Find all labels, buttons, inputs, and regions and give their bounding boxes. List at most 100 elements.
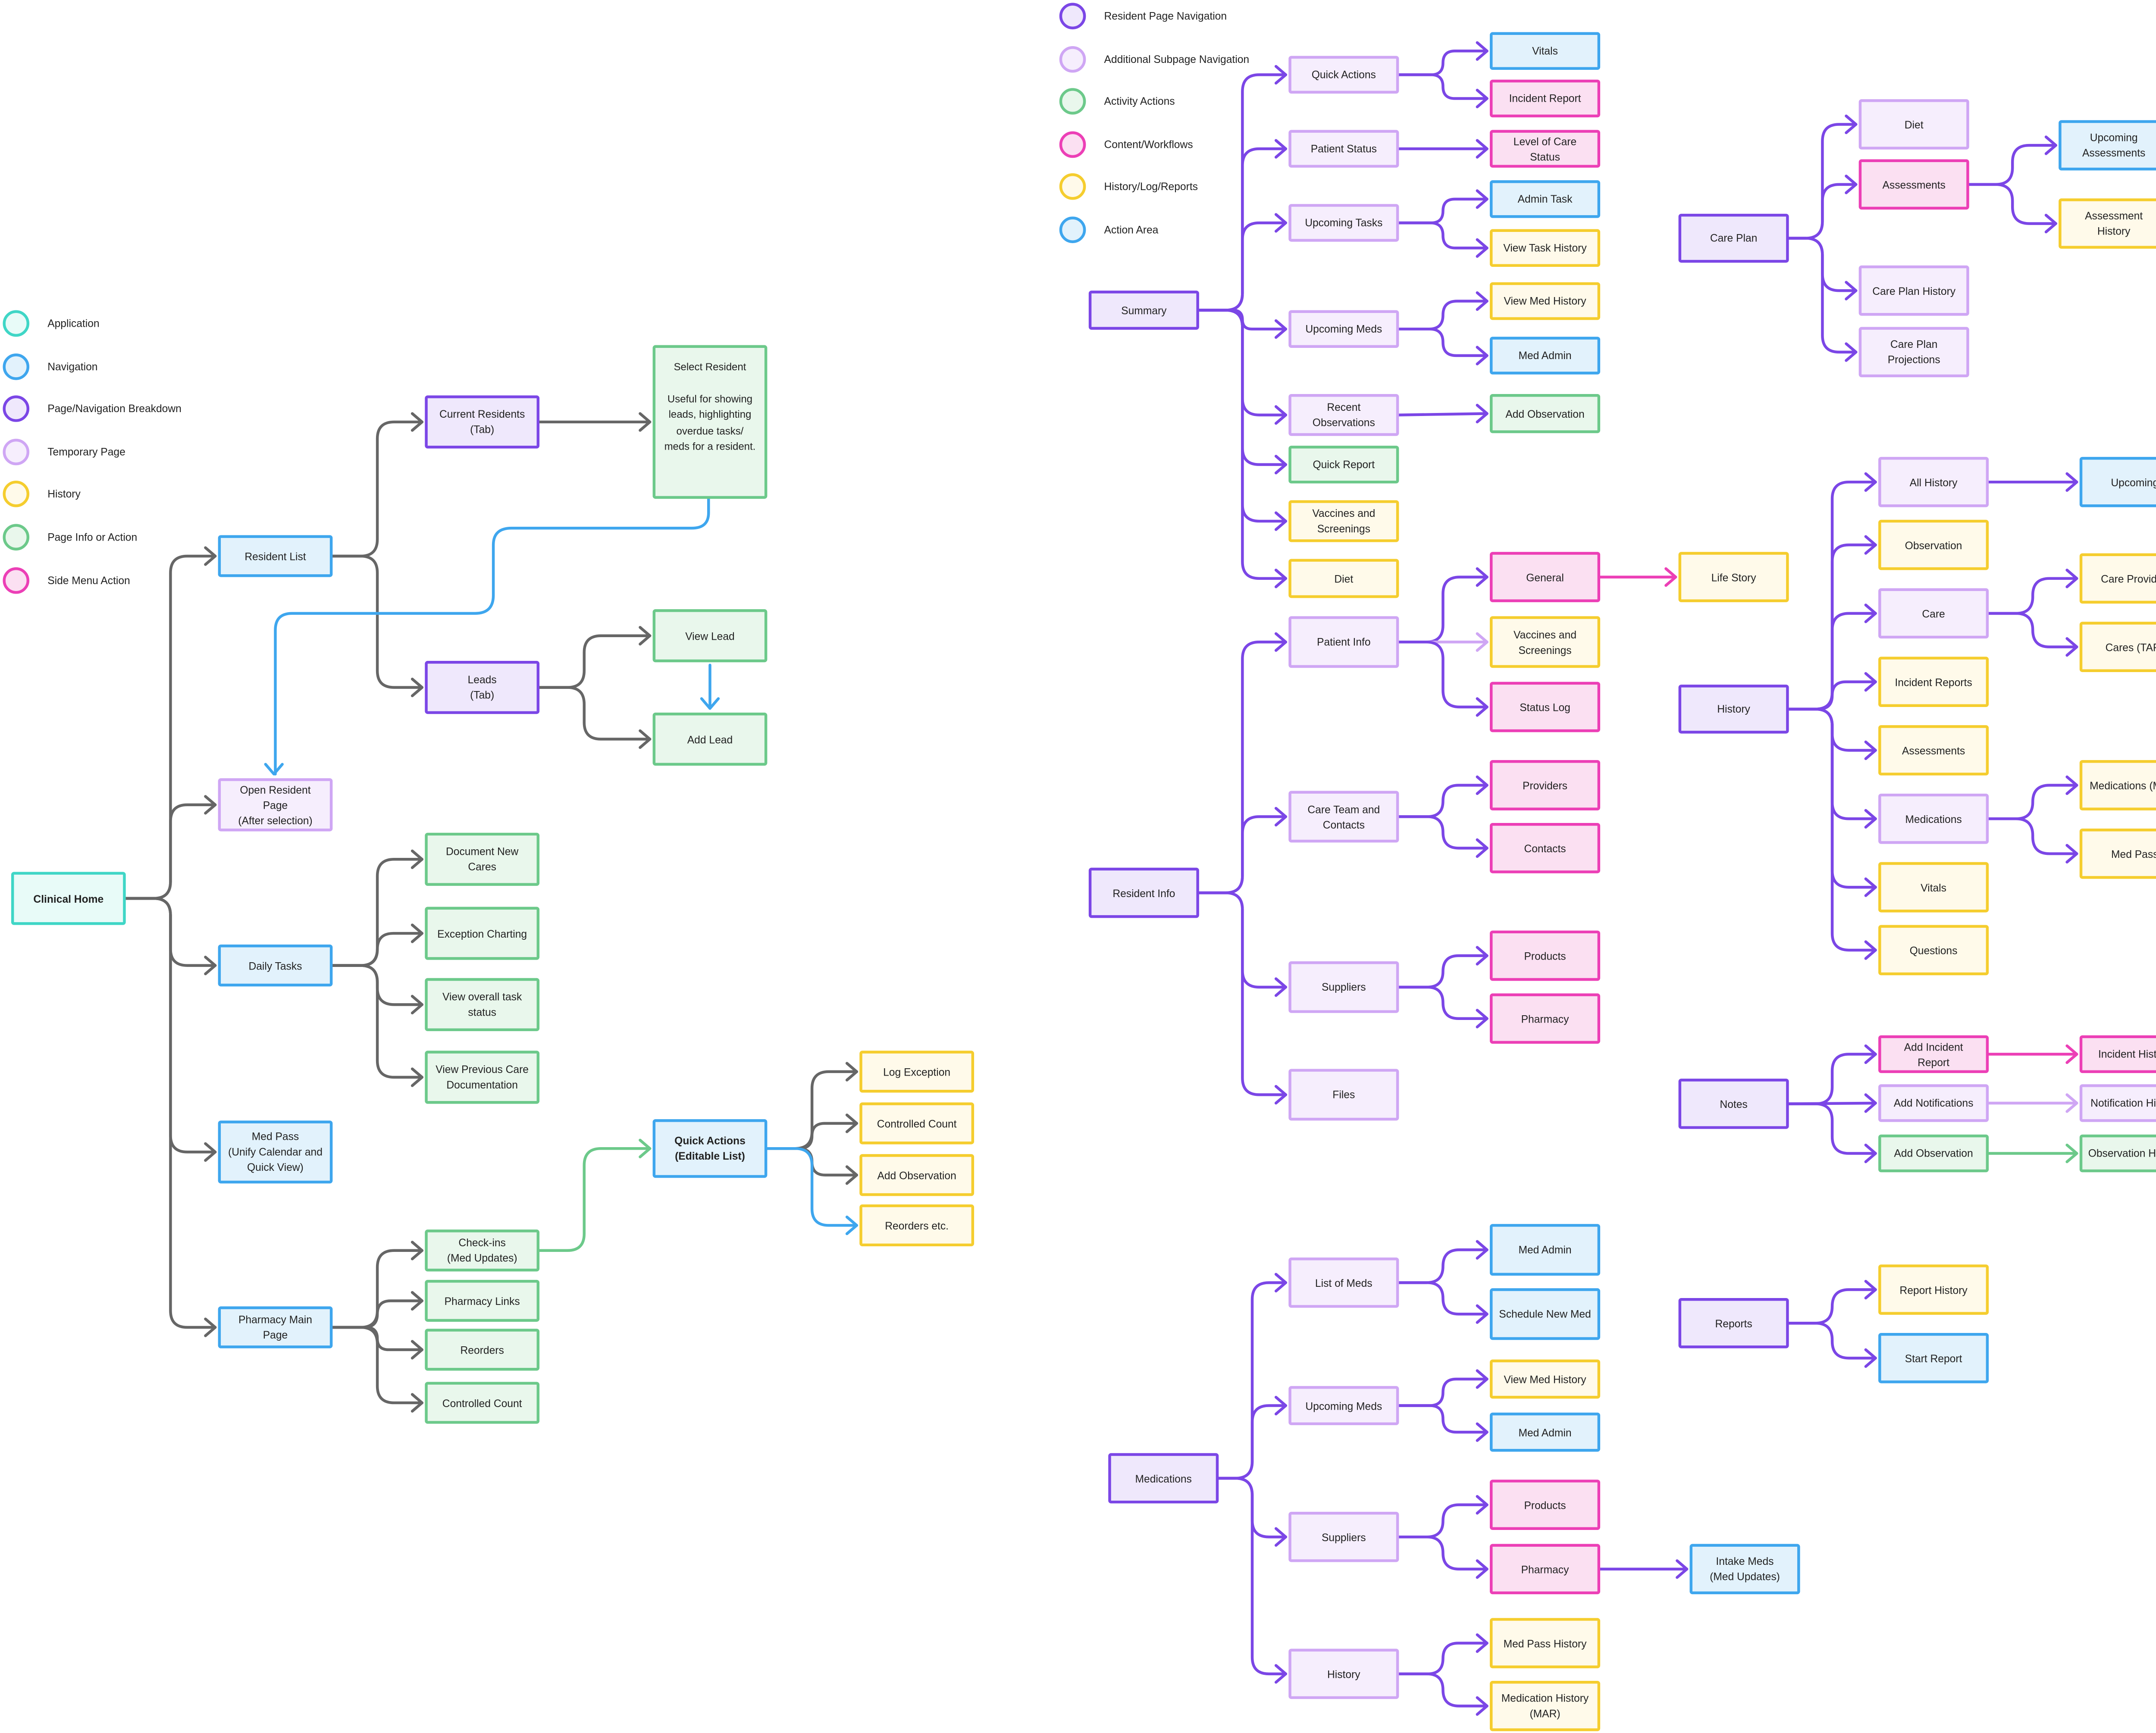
node-level-of-care-status[interactable]: Level of Care Status bbox=[1490, 130, 1601, 168]
node-view-task-history[interactable]: View Task History bbox=[1490, 229, 1601, 267]
node-start-report[interactable]: Start Report bbox=[1878, 1333, 1989, 1383]
node-daily-tasks[interactable]: Daily Tasks bbox=[218, 944, 333, 987]
node-incident-report[interactable]: Incident Report bbox=[1490, 79, 1601, 118]
node-files[interactable]: Files bbox=[1288, 1069, 1399, 1121]
node-products-meds[interactable]: Products bbox=[1490, 1480, 1601, 1530]
node-care-team-contacts[interactable]: Care Team and Contacts bbox=[1288, 791, 1399, 843]
node-quick-actions[interactable]: Quick Actions bbox=[1288, 56, 1399, 94]
node-medications-mar[interactable]: Medications (MAR) bbox=[2079, 760, 2156, 810]
node-patient-status[interactable]: Patient Status bbox=[1288, 130, 1399, 168]
node-incident-history[interactable]: Incident History bbox=[2079, 1035, 2156, 1073]
node-all-history[interactable]: All History bbox=[1878, 457, 1989, 507]
node-cares-tar[interactable]: Cares (TAR) bbox=[2079, 622, 2156, 672]
node-exception-charting[interactable]: Exception Charting bbox=[425, 907, 540, 960]
node-add-observation-notes[interactable]: Add Observation bbox=[1878, 1134, 1989, 1173]
node-products-info[interactable]: Products bbox=[1490, 930, 1601, 981]
node-view-med-history-summary[interactable]: View Med History bbox=[1490, 282, 1601, 320]
node-select-resident[interactable]: Select Resident Useful for showing leads… bbox=[652, 345, 768, 499]
node-add-lead[interactable]: Add Lead bbox=[652, 712, 768, 766]
node-pharmacy-links[interactable]: Pharmacy Links bbox=[425, 1279, 540, 1322]
node-upcoming-meds-summary[interactable]: Upcoming Meds bbox=[1288, 310, 1399, 348]
node-upcoming-tasks[interactable]: Upcoming Tasks bbox=[1288, 204, 1399, 242]
node-med-admin-upcoming[interactable]: Med Admin bbox=[1490, 1412, 1601, 1452]
node-reports[interactable]: Reports bbox=[1678, 1298, 1789, 1348]
node-upcoming-assessments[interactable]: Upcoming Assessments bbox=[2059, 120, 2156, 171]
node-check-ins[interactable]: Check-ins (Med Updates) bbox=[425, 1229, 540, 1272]
node-care-plan[interactable]: Care Plan bbox=[1678, 213, 1789, 263]
node-care-plan-projections[interactable]: Care Plan Projections bbox=[1858, 327, 1969, 378]
node-med-pass-h[interactable]: Med Pass bbox=[2079, 828, 2156, 879]
node-med-admin-summary[interactable]: Med Admin bbox=[1490, 337, 1601, 375]
node-history-meds[interactable]: History bbox=[1288, 1649, 1399, 1699]
node-leads[interactable]: Leads (Tab) bbox=[425, 661, 540, 714]
node-suppliers-info[interactable]: Suppliers bbox=[1288, 961, 1399, 1013]
node-medications[interactable]: Medications bbox=[1108, 1453, 1219, 1504]
node-providers[interactable]: Providers bbox=[1490, 760, 1601, 810]
node-pharmacy-info[interactable]: Pharmacy bbox=[1490, 993, 1601, 1044]
node-quick-report[interactable]: Quick Report bbox=[1288, 445, 1399, 484]
node-current-residents[interactable]: Current Residents (Tab) bbox=[425, 395, 540, 449]
node-view-overall-task-status[interactable]: View overall task status bbox=[425, 978, 540, 1031]
node-diet-summary[interactable]: Diet bbox=[1288, 559, 1399, 598]
node-life-story[interactable]: Life Story bbox=[1678, 552, 1789, 602]
node-summary[interactable]: Summary bbox=[1088, 291, 1199, 330]
node-vitals-history[interactable]: Vitals bbox=[1878, 862, 1989, 913]
node-open-resident-page[interactable]: Open Resident Page (After selection) bbox=[218, 778, 333, 832]
node-med-admin-list[interactable]: Med Admin bbox=[1490, 1224, 1601, 1276]
node-view-med-history-meds[interactable]: View Med History bbox=[1490, 1359, 1601, 1399]
node-notes[interactable]: Notes bbox=[1678, 1079, 1789, 1129]
node-report-history[interactable]: Report History bbox=[1878, 1264, 1989, 1315]
node-pharmacy-main-page[interactable]: Pharmacy Main Page bbox=[218, 1306, 333, 1348]
node-care-plan-history[interactable]: Care Plan History bbox=[1858, 265, 1969, 316]
node-vitals-qa[interactable]: Vitals bbox=[1490, 32, 1601, 70]
node-observation[interactable]: Observation bbox=[1878, 519, 1989, 570]
node-add-notifications[interactable]: Add Notifications bbox=[1878, 1084, 1989, 1122]
node-log-exception[interactable]: Log Exception bbox=[859, 1051, 975, 1093]
node-questions[interactable]: Questions bbox=[1878, 925, 1989, 976]
node-resident-list[interactable]: Resident List bbox=[218, 535, 333, 577]
node-assessment-history[interactable]: Assessment History bbox=[2059, 198, 2156, 249]
node-recent-observations[interactable]: Recent Observations bbox=[1288, 394, 1399, 436]
node-clinical-home[interactable]: Clinical Home bbox=[11, 872, 126, 925]
node-care[interactable]: Care bbox=[1878, 588, 1989, 639]
node-observation-history[interactable]: Observation History bbox=[2079, 1134, 2156, 1173]
node-assessments-history[interactable]: Assessments bbox=[1878, 725, 1989, 776]
node-quick-actions-editable[interactable]: Quick Actions (Editable List) bbox=[652, 1119, 768, 1178]
node-patient-info[interactable]: Patient Info bbox=[1288, 616, 1399, 668]
node-controlled-count-qa[interactable]: Controlled Count bbox=[859, 1102, 975, 1145]
node-schedule-new-med[interactable]: Schedule New Med bbox=[1490, 1288, 1601, 1340]
node-add-incident-report[interactable]: Add Incident Report bbox=[1878, 1035, 1989, 1073]
node-medication-history-mar[interactable]: Medication History (MAR) bbox=[1490, 1681, 1601, 1731]
node-contacts[interactable]: Contacts bbox=[1490, 823, 1601, 873]
arrowhead-suppliers-info bbox=[1274, 977, 1288, 997]
node-add-observation-qa[interactable]: Add Observation bbox=[859, 1154, 975, 1196]
node-status-log[interactable]: Status Log bbox=[1490, 682, 1601, 732]
node-diet-care[interactable]: Diet bbox=[1858, 99, 1969, 150]
node-med-pass-history[interactable]: Med Pass History bbox=[1490, 1618, 1601, 1668]
node-resident-info[interactable]: Resident Info bbox=[1088, 867, 1199, 918]
node-admin-task[interactable]: Admin Task bbox=[1490, 180, 1601, 218]
node-incident-reports[interactable]: Incident Reports bbox=[1878, 657, 1989, 707]
node-list-of-meds[interactable]: List of Meds bbox=[1288, 1257, 1399, 1308]
node-upcoming-meds-meds[interactable]: Upcoming Meds bbox=[1288, 1386, 1399, 1425]
node-reorders-etc[interactable]: Reorders etc. bbox=[859, 1204, 975, 1247]
node-intake-meds[interactable]: Intake Meds (Med Updates) bbox=[1689, 1544, 1800, 1595]
node-vaccines-screenings-summary[interactable]: Vaccines and Screenings bbox=[1288, 500, 1399, 542]
node-view-lead[interactable]: View Lead bbox=[652, 609, 768, 663]
node-vaccines-screenings-info[interactable]: Vaccines and Screenings bbox=[1490, 616, 1601, 668]
node-add-observation-summary[interactable]: Add Observation bbox=[1490, 394, 1601, 433]
node-controlled-count-left[interactable]: Controlled Count bbox=[425, 1382, 540, 1424]
node-pharmacy-meds[interactable]: Pharmacy bbox=[1490, 1544, 1601, 1595]
node-view-previous-care-documentation[interactable]: View Previous Care Documentation bbox=[425, 1051, 540, 1104]
node-assessments-care[interactable]: Assessments bbox=[1858, 159, 1969, 210]
node-suppliers-meds[interactable]: Suppliers bbox=[1288, 1511, 1399, 1562]
node-medications-history[interactable]: Medications bbox=[1878, 793, 1989, 844]
node-history-main[interactable]: History bbox=[1678, 685, 1789, 734]
node-notification-history[interactable]: Notification History bbox=[2079, 1084, 2156, 1122]
node-care-provided[interactable]: Care Provided bbox=[2079, 553, 2156, 604]
node-general[interactable]: General bbox=[1490, 552, 1601, 602]
node-document-new-cares[interactable]: Document New Cares bbox=[425, 832, 540, 886]
node-med-pass[interactable]: Med Pass (Unify Calendar and Quick View) bbox=[218, 1120, 333, 1184]
node-reorders[interactable]: Reorders bbox=[425, 1329, 540, 1371]
node-upcoming[interactable]: Upcoming bbox=[2079, 457, 2156, 507]
